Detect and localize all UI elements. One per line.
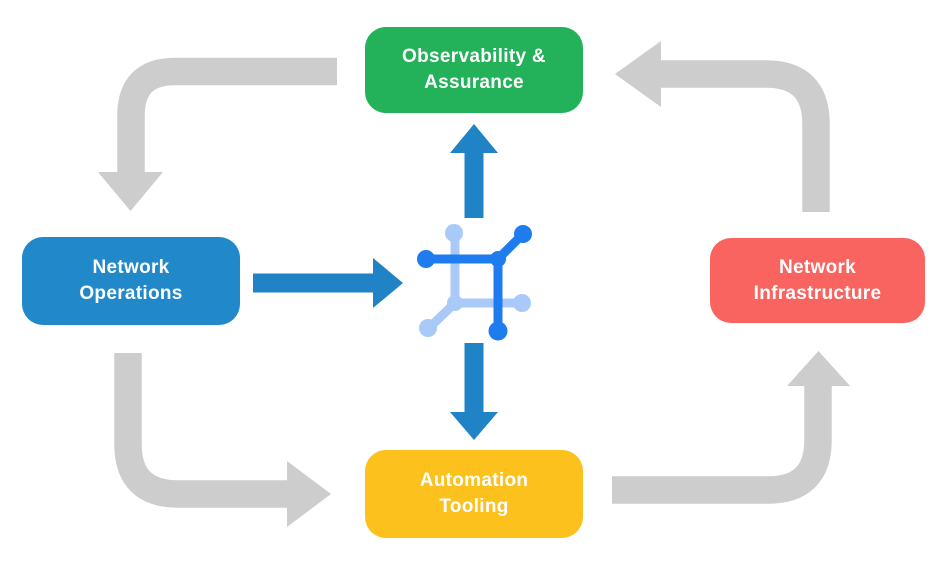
- node-observability-assurance: Observability & Assurance: [365, 27, 583, 113]
- cycle-arrow-infrastructure-to-observability: [615, 41, 830, 212]
- cycle-arrow-operations-to-automation: [114, 353, 331, 527]
- node-label-line: Network: [92, 257, 170, 278]
- node-label-line: Observability &: [402, 46, 546, 67]
- node-automation-tooling: Automation Tooling: [365, 450, 583, 538]
- network-mesh-icon: [417, 224, 532, 341]
- node-network-infrastructure: Network Infrastructure: [710, 238, 925, 323]
- arrow-operations-to-center: [253, 258, 403, 308]
- arrow-center-to-observability: [450, 124, 498, 218]
- node-network-operations: Network Operations: [22, 237, 240, 325]
- node-label-line: Assurance: [424, 72, 524, 93]
- node-label-line: Automation: [419, 470, 529, 491]
- cycle-arrow-observability-to-operations: [98, 57, 337, 211]
- arrow-center-to-automation: [450, 343, 498, 440]
- node-label-line: Operations: [79, 283, 183, 304]
- cycle-arrow-automation-to-infrastructure: [612, 351, 850, 504]
- node-label-line: Infrastructure: [753, 282, 882, 304]
- node-label-line: Network: [778, 256, 857, 278]
- node-label-line: Tooling: [439, 496, 509, 517]
